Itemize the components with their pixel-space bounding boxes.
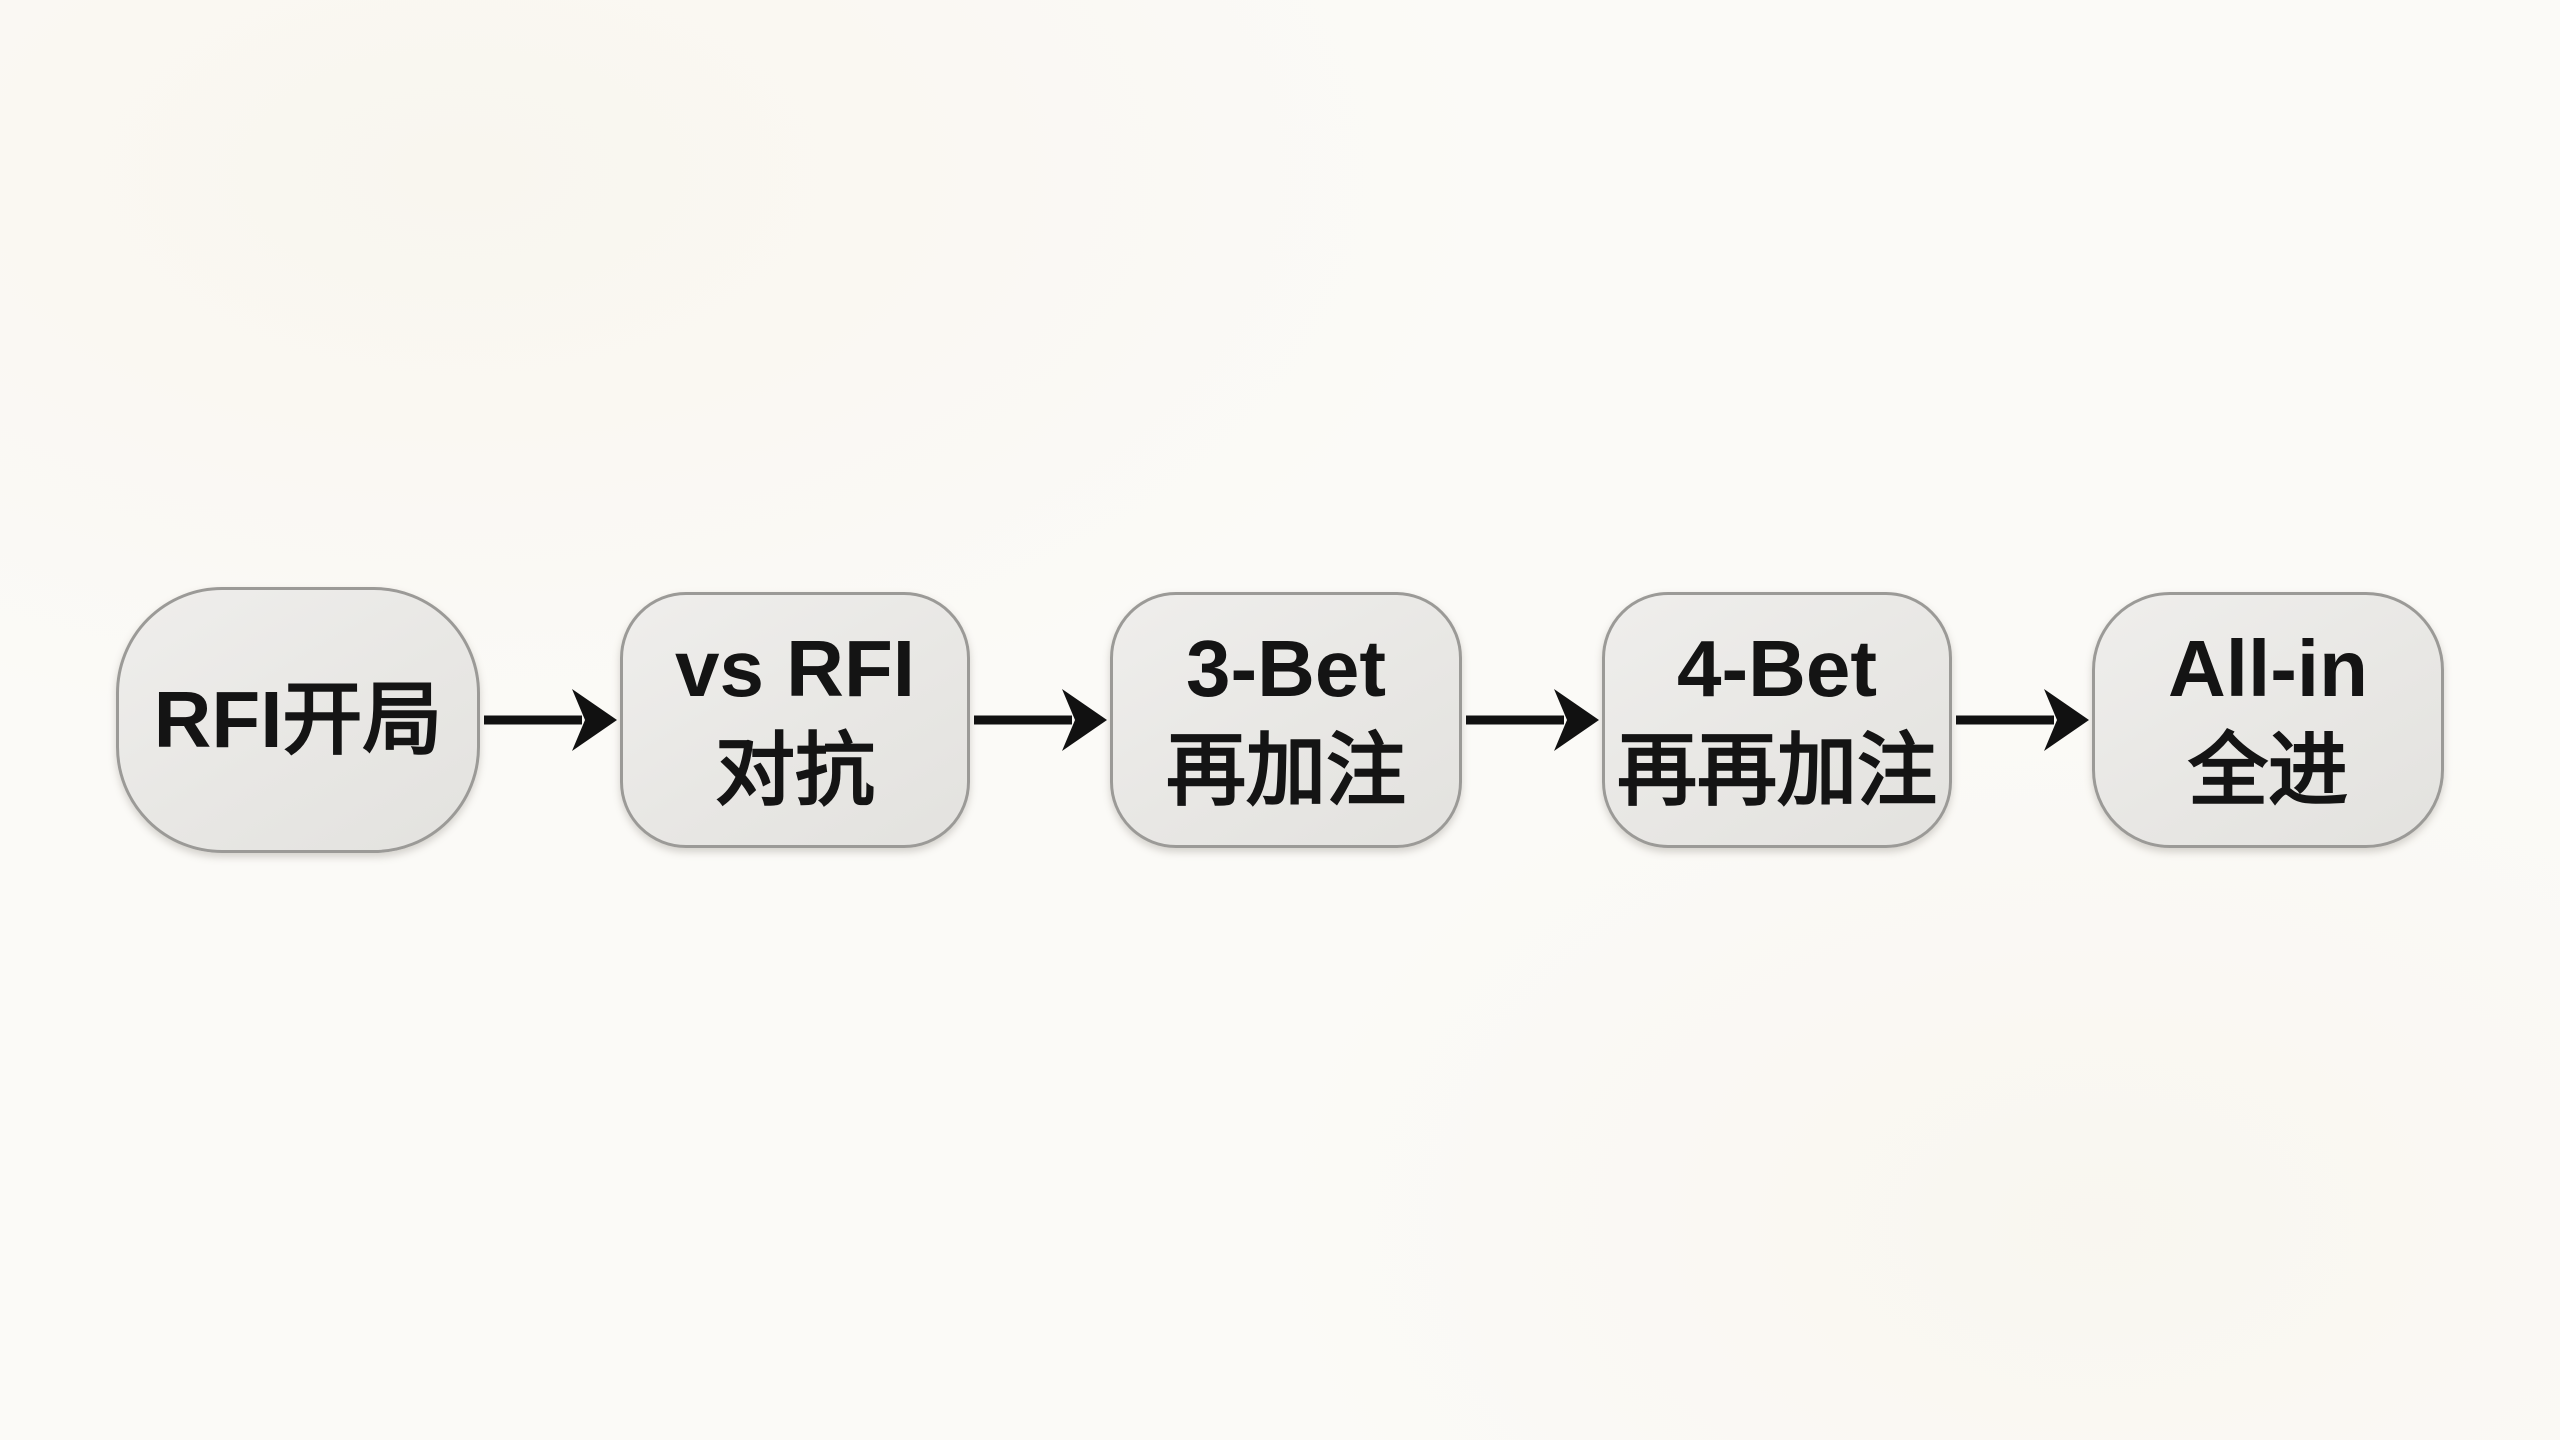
- flow-node-all-in: All-in 全进: [2092, 592, 2444, 848]
- flow-node-3bet: 3-Bet 再加注: [1110, 592, 1462, 848]
- flow-arrow-icon: [1466, 689, 1599, 751]
- arrow-head: [1062, 689, 1107, 751]
- node-label-line: RFI开局: [153, 675, 443, 765]
- flow-node-vs-rfi: vs RFI 对抗: [620, 592, 970, 848]
- node-label-line: 3-Bet: [1185, 624, 1387, 714]
- node-label-line: 4-Bet: [1676, 624, 1878, 714]
- node-label-line: 全进: [2188, 726, 2348, 815]
- node-label-line: 对抗: [715, 726, 875, 815]
- arrow-head: [1554, 689, 1599, 751]
- node-label-line: 再再加注: [1617, 726, 1937, 815]
- arrow-head: [2044, 689, 2089, 751]
- arrow-head: [572, 689, 617, 751]
- node-label-line: 再加注: [1166, 726, 1406, 815]
- flow-arrow-icon: [484, 689, 617, 751]
- node-label-line: All-in: [2168, 624, 2368, 714]
- flow-arrow-icon: [974, 689, 1107, 751]
- flow-node-rfi-open: RFI开局: [116, 587, 480, 853]
- flow-node-4bet: 4-Bet 再再加注: [1602, 592, 1952, 848]
- node-label-line: vs RFI: [674, 624, 916, 714]
- flow-arrow-icon: [1956, 689, 2089, 751]
- poker-preflop-flow: RFI开局 vs RFI 对抗 3-Bet 再加注 4-Bet 再再加注: [116, 587, 2444, 853]
